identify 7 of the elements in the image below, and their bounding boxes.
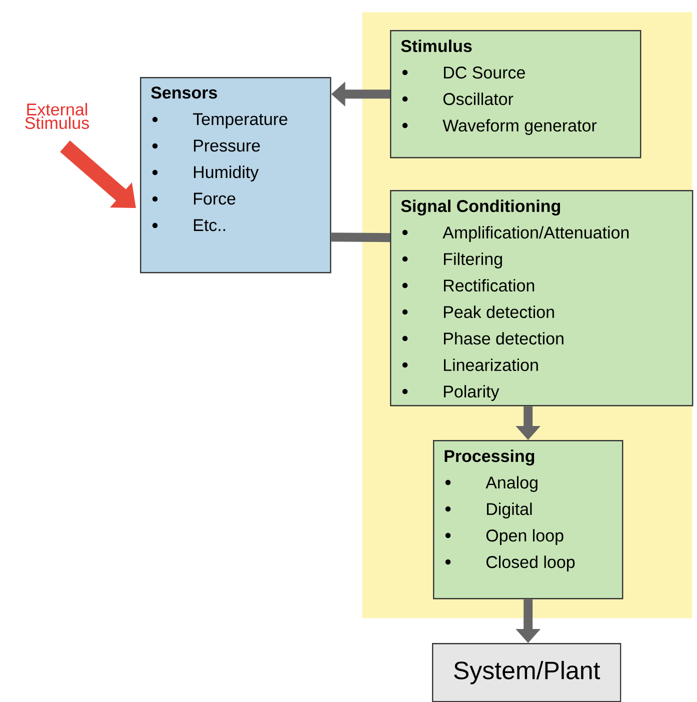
processing-box: Processing Analog Digital Open loop Closed loop [433,440,624,600]
connector-bar [331,232,390,242]
sensor-box: Sensors Temperature Pressure Humidity Force Etc.. [140,77,332,274]
stimulus-box: Stimulus DC Source Oscillator Waveform generator [390,30,642,158]
stimulus-label: External Stimulus [25,103,89,129]
plant-box: System/Plant [432,643,622,702]
conditioning-box: Signal Conditioning Amplification/Attenuation Filtering Rectification Peak detection Phase detection Linearization Polarity [390,190,694,406]
